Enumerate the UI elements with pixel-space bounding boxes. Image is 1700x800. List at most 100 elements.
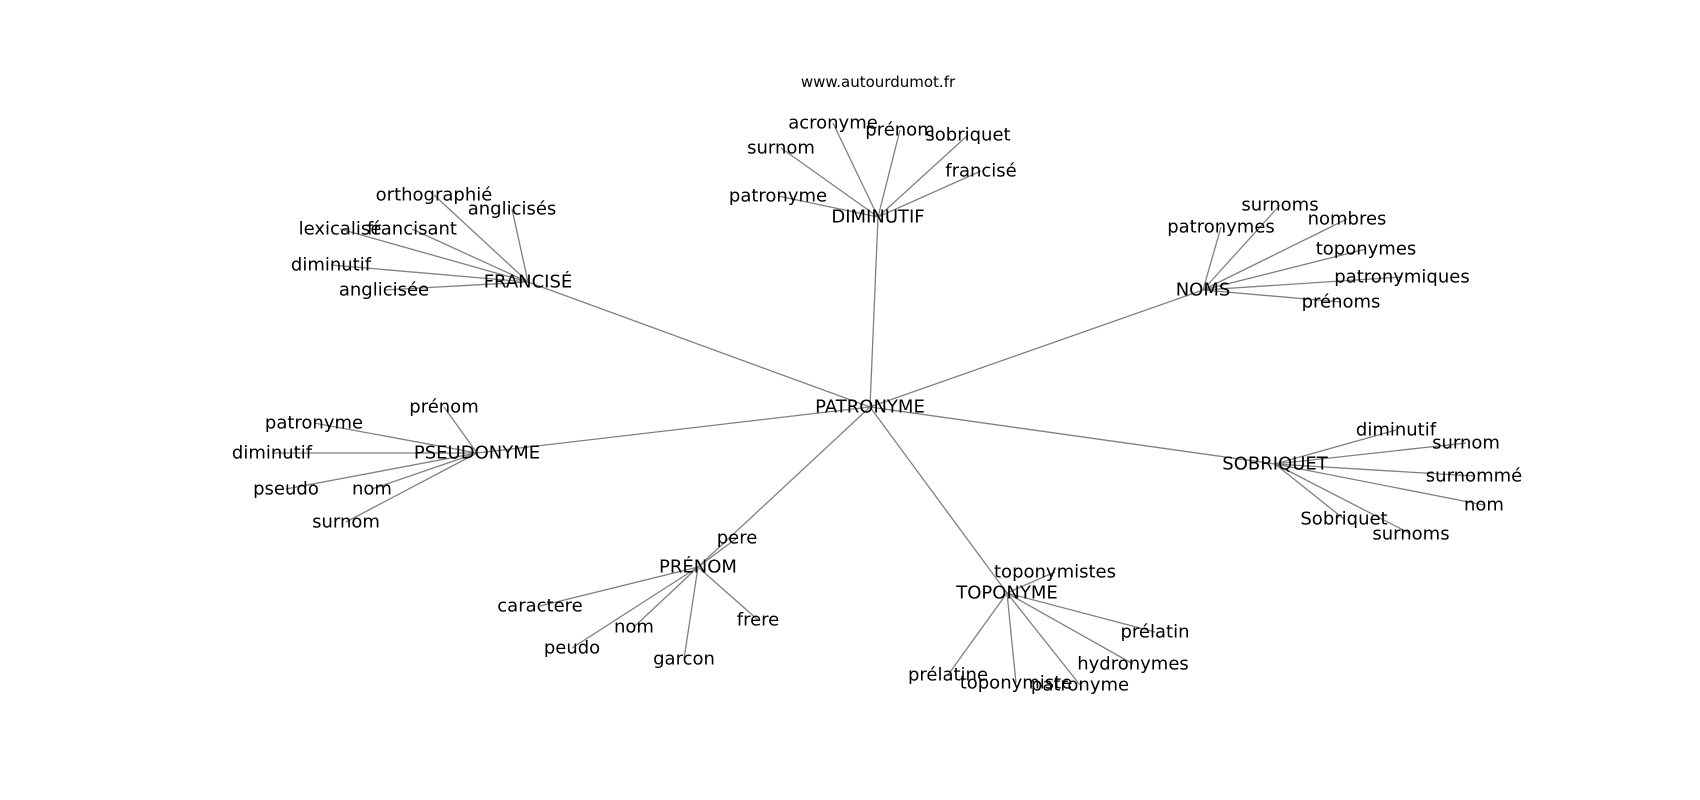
hub-node-label: DIMINUTIF <box>831 207 924 228</box>
graph-edges <box>272 122 1485 686</box>
edge-toponyme-patronyme <box>1006 592 1081 686</box>
leaf-node-label: pere <box>717 528 758 549</box>
edge-root-francise <box>527 281 871 408</box>
edge-toponyme-toponymistes <box>1006 571 1056 594</box>
leaf-node-label: francisant <box>367 219 457 240</box>
edge-root-prenom <box>697 406 871 568</box>
leaf-node-label: surnom <box>747 138 815 159</box>
edge-pseudonyme-patronyme <box>313 422 478 454</box>
leaf-node-label: pseudo <box>253 479 319 500</box>
leaf-node-label: Sobriquet <box>1300 509 1387 530</box>
edge-diminutif-prenom <box>877 129 901 218</box>
leaf-node-label: patronyme <box>1031 675 1129 696</box>
graph-labels: www.autourdumot.fr PATRONYME acronymepré… <box>232 73 1522 696</box>
edge-francise-anglicisee <box>383 281 529 291</box>
edge-root-diminutif <box>869 216 879 408</box>
leaf-node-label: frere <box>737 610 780 631</box>
leaf-node-label: orthographié <box>376 185 493 206</box>
leaf-node-label: diminutif <box>1356 420 1437 441</box>
leaf-node-label: prélatin <box>1120 622 1189 643</box>
edge-sobriquet-surnoms <box>1274 463 1412 535</box>
hub-node-label: SOBRIQUET <box>1222 454 1328 475</box>
leaf-node-label: caractere <box>497 596 582 617</box>
edge-francise-diminutif <box>330 264 529 283</box>
edge-root-toponyme <box>869 406 1008 594</box>
edge-prenom-peudo <box>571 566 699 649</box>
leaf-node-label: anglicisés <box>468 199 557 220</box>
leaf-node-label: prénom <box>865 120 934 141</box>
edge-diminutif-surnom <box>780 147 879 218</box>
edge-diminutif-sobriquet <box>877 134 969 218</box>
edge-prenom-nom <box>633 566 699 628</box>
leaf-node-label: surnoms <box>1241 195 1318 216</box>
leaf-node-label: nom <box>614 617 654 638</box>
edge-pseudonyme-prenom <box>443 406 478 454</box>
edge-sobriquet-sobriquet <box>1274 463 1345 520</box>
edge-diminutif-acronyme <box>832 122 879 218</box>
edge-prenom-pere <box>697 537 738 568</box>
edge-noms-patronymiques <box>1202 276 1403 291</box>
site-credit: www.autourdumot.fr <box>801 73 956 91</box>
edge-pseudonyme-nom <box>371 452 478 490</box>
edge-toponyme-hydronymes <box>1006 592 1134 665</box>
edge-root-sobriquet <box>869 406 1276 465</box>
leaf-node-label: lexicalisé <box>299 219 382 240</box>
root-node-label: PATRONYME <box>815 397 925 418</box>
leaf-node-label: anglicisée <box>339 280 429 301</box>
leaf-node-label: sobriquet <box>925 125 1010 146</box>
leaf-node-label: surnom <box>1432 433 1500 454</box>
leaf-node-label: prélatine <box>908 665 988 686</box>
edge-toponyme-toponymiste <box>1006 592 1017 684</box>
leaf-node-label: acronyme <box>788 113 878 134</box>
hub-node-label: TOPONYME <box>955 583 1058 604</box>
leaf-node-label: prénoms <box>1302 292 1381 313</box>
edge-francise-lexicalise <box>339 228 529 283</box>
leaf-node-label: nom <box>352 479 392 500</box>
leaf-node-label: patronyme <box>729 186 827 207</box>
edge-toponyme-prelatine <box>947 592 1008 676</box>
edge-root-pseudonyme <box>476 406 871 454</box>
edge-sobriquet-diminutif <box>1274 429 1397 465</box>
edge-noms-toponymes <box>1202 248 1367 291</box>
leaf-node-label: garcon <box>653 649 715 670</box>
hub-node-label: PRÉNOM <box>659 556 737 578</box>
leaf-node-label: patronymiques <box>1334 267 1469 288</box>
leaf-node-label: hydronymes <box>1077 654 1189 675</box>
leaf-node-label: prénom <box>409 397 478 418</box>
leaf-node-label: toponymes <box>1316 239 1417 260</box>
leaf-node-label: patronyme <box>265 413 363 434</box>
edge-noms-nombres <box>1202 218 1348 291</box>
edge-pseudonyme-surnom <box>345 452 478 523</box>
leaf-node-label: nombres <box>1308 209 1387 230</box>
edge-noms-surnoms <box>1202 204 1281 291</box>
hub-node-label: NOMS <box>1176 280 1231 301</box>
edge-prenom-frere <box>697 566 759 621</box>
edge-pseudonyme-pseudo <box>285 452 478 490</box>
edge-prenom-caractere <box>539 566 699 607</box>
leaf-node-label: surnom <box>312 512 380 533</box>
hub-node-label: PSEUDONYME <box>414 443 540 464</box>
leaf-node-label: patronymes <box>1167 217 1275 238</box>
edge-root-noms <box>869 289 1204 408</box>
leaf-node-label: nom <box>1464 495 1504 516</box>
leaf-node-label: diminutif <box>232 443 313 464</box>
edge-sobriquet-surnomme <box>1274 463 1475 477</box>
leaf-node-label: surnoms <box>1372 524 1449 545</box>
edge-diminutif-francise <box>877 170 982 218</box>
leaf-node-label: toponymiste <box>960 673 1073 694</box>
edge-sobriquet-surnom <box>1274 442 1467 465</box>
hub-node-label: FRANCISÉ <box>484 271 573 293</box>
leaf-node-label: peudo <box>544 638 600 659</box>
leaf-node-label: diminutif <box>291 255 372 276</box>
edge-francise-francisant <box>411 228 529 283</box>
leaf-node-label: surnommé <box>1426 466 1522 487</box>
edge-francise-orthographie <box>433 194 529 283</box>
edge-noms-prenoms <box>1202 289 1342 303</box>
edge-sobriquet-nom <box>1274 463 1485 506</box>
edge-diminutif-patronyme <box>777 195 879 218</box>
edge-prenom-garcon <box>683 566 699 660</box>
edge-francise-anglicises <box>511 208 529 283</box>
leaf-node-label: francisé <box>945 161 1017 182</box>
